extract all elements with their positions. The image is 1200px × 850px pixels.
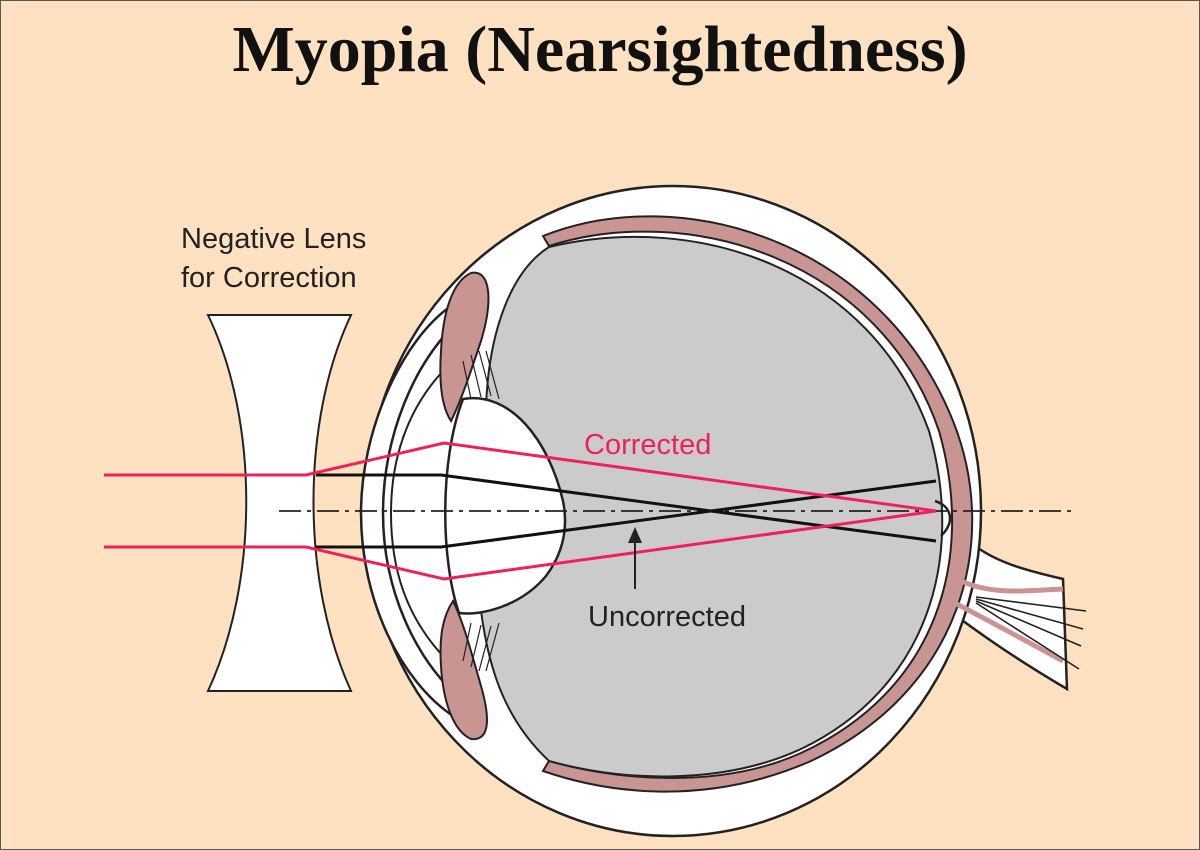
uncorrected-rays [316,473,937,549]
optic-disc-notch [934,499,952,537]
nerve-strands [975,596,1087,670]
corrected-label: Corrected [584,429,711,461]
lens-label-line-1: Negative Lens [181,223,366,255]
corrected-rays [104,441,937,581]
uncorrected-label: Uncorrected [588,601,746,633]
uncorrected-ray-lower [316,479,937,549]
anterior-chamber [389,370,444,657]
corrected-ray-lower [104,509,937,581]
nerve-fiber-bottom [949,598,1065,664]
uncorrected-ray-upper [316,473,937,543]
nerve-fiber-top [949,573,1064,594]
iris-lower [439,599,488,741]
choroid-layer [541,215,974,793]
zonule-fibers-bottom [462,622,500,672]
page-title: Myopia (Nearsightedness) [232,13,968,86]
uncorrected-arrow [628,527,642,589]
corrected-ray-upper [104,441,937,513]
zonule-fibers-top [462,350,500,400]
crystalline-lens [444,396,567,615]
lens-label-line-2: for Correction [181,262,357,294]
iris-upper [439,271,490,423]
negative-lens [206,314,353,692]
